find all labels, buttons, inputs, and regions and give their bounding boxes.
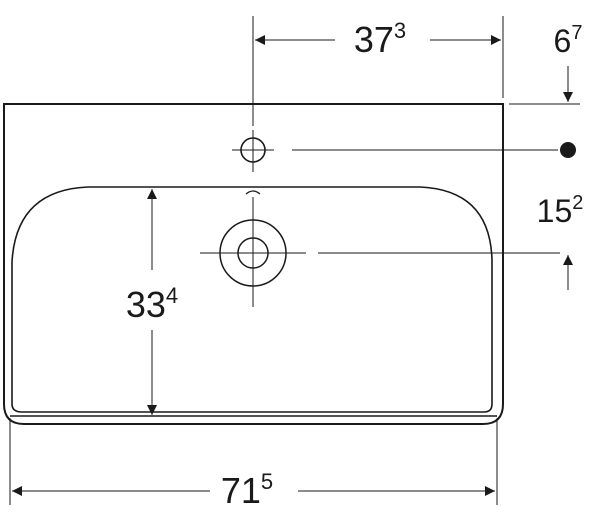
- svg-text:334: 334: [126, 283, 178, 325]
- width-value: 71: [221, 470, 261, 511]
- tap-offset-y-value: 6: [554, 23, 572, 59]
- basin-outer-contour: [3, 103, 504, 425]
- tap-offset-y-dimension: 67: [509, 22, 583, 105]
- width-fraction: 5: [261, 469, 273, 494]
- svg-text:152: 152: [537, 192, 584, 229]
- width-dimension: 715: [9, 418, 498, 511]
- tap-offset-y-fraction: 7: [571, 22, 582, 44]
- tap-offset-x-fraction: 3: [394, 18, 406, 43]
- depth-fraction: 4: [166, 283, 178, 308]
- svg-text:715: 715: [221, 469, 273, 511]
- tap-hole: [232, 130, 274, 172]
- depth-value: 33: [126, 284, 166, 325]
- drain-offset-fraction: 2: [572, 192, 583, 214]
- drain-offset-value: 15: [537, 193, 573, 229]
- svg-text:67: 67: [554, 22, 583, 59]
- drain-offset-dimension: 152: [537, 192, 584, 290]
- overflow-slot: [245, 190, 261, 195]
- bowl-inner-contour: [11, 186, 493, 413]
- depth-dimension: 334: [126, 189, 178, 415]
- drain-hole: [200, 197, 306, 307]
- tap-offset-x-value: 37: [354, 19, 394, 60]
- tap-reference-dot: [560, 142, 576, 158]
- tap-offset-x-dimension: 373: [252, 16, 504, 126]
- svg-text:373: 373: [354, 18, 406, 60]
